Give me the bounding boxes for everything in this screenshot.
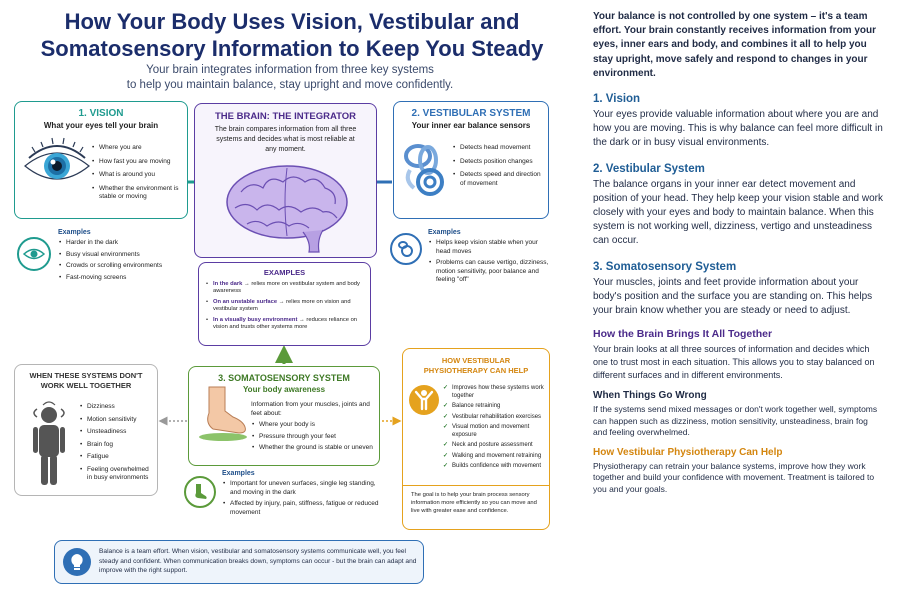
somatosensory-items: Where your body is Pressure through your… [251,421,379,456]
foot-icon [199,386,247,441]
center-examples-list: In the dark → relies more on vestibular … [199,277,370,331]
explanation-column: Your balance is not controlled by one sy… [593,10,883,495]
section-heading-wrong: When Things Go Wrong [593,390,707,402]
list-item: Brain fog [79,441,155,450]
list-item: Feeling overwhelmed in busy environments [79,466,155,483]
section-heading-physio: How Vestibular Physiotherapy Can Help [593,446,783,458]
center-examples-card: EXAMPLES In the dark → relies more on ve… [198,262,371,346]
list-item: Neck and posture assessment [443,442,547,450]
lightbulb-icon [63,548,91,576]
list-item: Crowds or scrolling environments [58,262,188,271]
physio-card: HOW VESTIBULAR PHYSIOTHERAPY CAN HELP Im… [402,348,550,530]
section-heading-vestibular: 2. Vestibular System [593,162,705,175]
section-heading-somatosensory: 3. Somatosensory System [593,260,737,273]
list-item: Where you are [91,144,185,153]
center-examples-heading: EXAMPLES [263,268,306,277]
subtitle-line-2: to help you maintain balance, stay uprig… [126,79,454,91]
list-item: Fast-moving screens [58,274,188,283]
list-item: Vestibular rehabilitation exercises [443,414,547,422]
footer-note: Balance is a team effort. When vision, v… [54,540,424,584]
dizzy-person-icon [33,401,65,485]
list-item: Fatigue [79,453,155,462]
footer-note-text: Balance is a team effort. When vision, v… [99,548,417,574]
vision-heading: 1. VISION [78,108,124,119]
vision-examples: Examples Harder in the dark Busy visual … [58,229,188,285]
list-item: In the dark → relies more on vestibular … [205,281,364,296]
foot-small-icon [184,476,216,508]
brain-text: The brain compares information from all … [214,126,357,153]
vestibular-card: 2. VESTIBULAR SYSTEM Your inner ear bala… [393,101,549,219]
somatosensory-subheading: Your body awareness [242,385,326,394]
title-line-1: How Your Body Uses Vision, Vestibular an… [64,9,520,34]
vestibular-items: Detects head movement Detects position c… [452,144,546,193]
section-body-vestibular: The balance organs in your inner ear det… [593,178,883,247]
eye-small-icon [17,237,51,271]
list-item: Dizziness [79,403,155,412]
somatosensory-card: 3. SOMATOSENSORY SYSTEM Your body awaren… [188,366,380,466]
subtitle-line-1: Your brain integrates information from t… [146,64,434,76]
list-item: Busy visual environments [58,251,188,260]
physio-items: Improves how these systems work together… [443,385,547,474]
vision-card: 1. VISION What your eyes tell your brain… [14,101,188,219]
somatosensory-intro: Information from your muscles, joints an… [251,401,370,417]
vision-examples-title: Examples [58,229,91,236]
vestibular-examples-title: Examples [428,229,461,236]
section-heading-brain: How the Brain Brings It All Together [593,328,773,341]
section-body-somatosensory: Your muscles, joints and feet provide in… [593,276,873,317]
person-arms-up-icon [409,385,439,415]
title-line-2: Somatosensory Information to Keep You St… [40,36,544,61]
section-heading-vision: 1. Vision [593,93,641,106]
list-item: Unsteadiness [79,428,155,437]
brain-heading: THE BRAIN: THE INTEGRATOR [214,111,357,122]
list-item: Walking and movement retraining [443,453,547,461]
list-item: Improves how these systems work together [443,385,547,400]
vision-subheading: What your eyes tell your brain [43,121,159,130]
somatosensory-heading: 3. SOMATOSENSORY SYSTEM [218,373,350,383]
list-item: Builds confidence with movement [443,463,547,471]
problems-card: WHEN THESE SYSTEMS DON'T WORK WELL TOGET… [14,364,158,496]
list-item: Helps keep vision stable when your head … [428,239,552,256]
list-item: In a visually busy environment → reduces… [205,317,364,332]
brain-icon [226,165,348,253]
list-item: Detects position changes [452,158,546,167]
list-item: Where your body is [251,421,379,430]
list-item: Visual motion and movement exposure [443,424,547,439]
somatosensory-examples: Examples Important for uneven surfaces, … [222,470,382,520]
page-subtitle: Your brain integrates information from t… [60,63,520,93]
intro-paragraph: Your balance is not controlled by one sy… [593,11,877,79]
somatosensory-examples-title: Examples [222,470,255,477]
list-item: Problems can cause vertigo, dizziness, m… [428,259,552,285]
list-item: Pressure through your feet [251,433,379,442]
inner-ear-icon [404,144,444,196]
list-item: Whether the environment is stable or mov… [91,185,185,202]
physio-heading: HOW VESTIBULAR PHYSIOTHERAPY CAN HELP [423,356,529,375]
section-body-wrong: If the systems send mixed messages or do… [593,404,878,438]
section-body-brain: Your brain looks at all three sources of… [593,344,875,381]
brain-card: THE BRAIN: THE INTEGRATOR The brain comp… [194,103,377,258]
section-body-vision: Your eyes provide valuable information a… [593,109,883,149]
problems-heading: WHEN THESE SYSTEMS DON'T WORK WELL TOGET… [29,371,143,390]
list-item: How fast you are moving [91,158,185,167]
list-item: Whether the ground is stable or uneven [251,444,379,453]
page-title: How Your Body Uses Vision, Vestibular an… [12,8,572,62]
vestibular-heading: 2. VESTIBULAR SYSTEM [411,108,531,119]
list-item: Balance retraining [443,403,547,411]
list-item: Important for uneven surfaces, single le… [222,480,382,497]
physio-goal: The goal is to help your brain process s… [411,492,537,514]
list-item: Motion sensitivity [79,416,155,425]
list-item: Detects head movement [452,144,546,153]
eye-icon [24,137,90,180]
problems-items: Dizziness Motion sensitivity Unsteadines… [79,403,155,487]
vision-items: Where you are How fast you are moving Wh… [91,144,185,207]
vestibular-examples: Examples Helps keep vision stable when y… [428,229,552,288]
list-item: What is around you [91,171,185,180]
list-item: Harder in the dark [58,239,188,248]
list-item: On an unstable surface → relies more on … [205,299,364,314]
list-item: Affected by injury, pain, stiffness, fat… [222,500,382,517]
section-body-physio: Physiotherapy can retrain your balance s… [593,460,875,494]
inner-ear-small-icon [390,233,422,265]
vestibular-subheading: Your inner ear balance sensors [411,121,531,130]
list-item: Detects speed and direction of movement [452,171,546,188]
